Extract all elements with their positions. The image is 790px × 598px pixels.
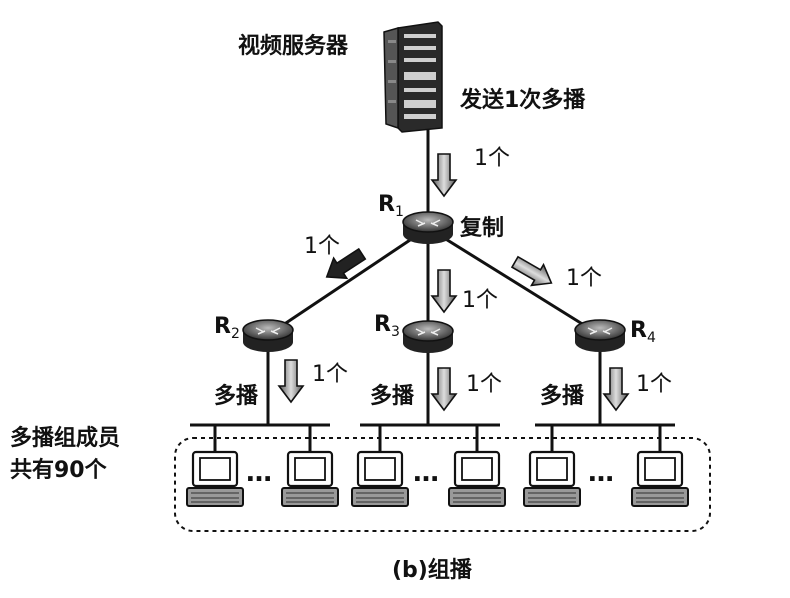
arrow-r1-r4-icon bbox=[510, 255, 553, 287]
multicast-label-r3: 多播 bbox=[370, 384, 415, 409]
router-r1-icon bbox=[402, 211, 454, 245]
ellipsis-lan2: … bbox=[246, 458, 272, 488]
computer-icon bbox=[522, 450, 582, 508]
arrow-r2-lan-icon bbox=[278, 359, 304, 403]
computer-icon bbox=[447, 450, 507, 508]
multicast-label-r4: 多播 bbox=[540, 384, 585, 409]
arrow-r1-r3-icon bbox=[431, 269, 457, 313]
multicast-group-boundary bbox=[174, 437, 711, 532]
group-members-label: 多播组成员 bbox=[10, 426, 121, 451]
computer-icon bbox=[630, 450, 690, 508]
network-links bbox=[266, 130, 602, 425]
computer-icon bbox=[350, 450, 410, 508]
count-label-lan2: 1个 bbox=[312, 362, 348, 387]
arrow-r1-r2-icon bbox=[325, 247, 367, 280]
arrow-server-r1-icon bbox=[431, 153, 457, 197]
send-once-label: 发送1次多播 bbox=[460, 88, 586, 113]
computer-icon bbox=[280, 450, 340, 508]
router-r4-label: R4 bbox=[630, 318, 656, 346]
count-label-r3: 1个 bbox=[462, 288, 498, 313]
server-icon bbox=[383, 21, 443, 133]
arrow-r3-lan-icon bbox=[431, 367, 457, 411]
copy-label: 复制 bbox=[460, 216, 505, 241]
ellipsis-lan4: … bbox=[588, 458, 614, 488]
multicast-label-r2: 多播 bbox=[214, 384, 259, 409]
router-r2-label: R2 bbox=[214, 314, 240, 342]
count-label-server: 1个 bbox=[474, 146, 510, 171]
server-label: 视频服务器 bbox=[238, 34, 349, 59]
ellipsis-lan3: … bbox=[413, 458, 439, 488]
router-r2-icon bbox=[242, 319, 294, 353]
count-label-r4: 1个 bbox=[566, 266, 602, 291]
router-r4-icon bbox=[574, 319, 626, 353]
arrow-r4-lan-icon bbox=[603, 367, 629, 411]
count-label-r2: 1个 bbox=[304, 234, 340, 259]
router-r1-label: R1 bbox=[378, 192, 404, 220]
router-r3-label: R3 bbox=[374, 312, 400, 340]
router-r3-icon bbox=[402, 320, 454, 354]
computer-icon bbox=[185, 450, 245, 508]
figure-caption: (b)组播 bbox=[392, 558, 472, 583]
group-count-label: 共有90个 bbox=[10, 458, 107, 483]
count-label-lan4: 1个 bbox=[636, 372, 672, 397]
count-label-lan3: 1个 bbox=[466, 372, 502, 397]
